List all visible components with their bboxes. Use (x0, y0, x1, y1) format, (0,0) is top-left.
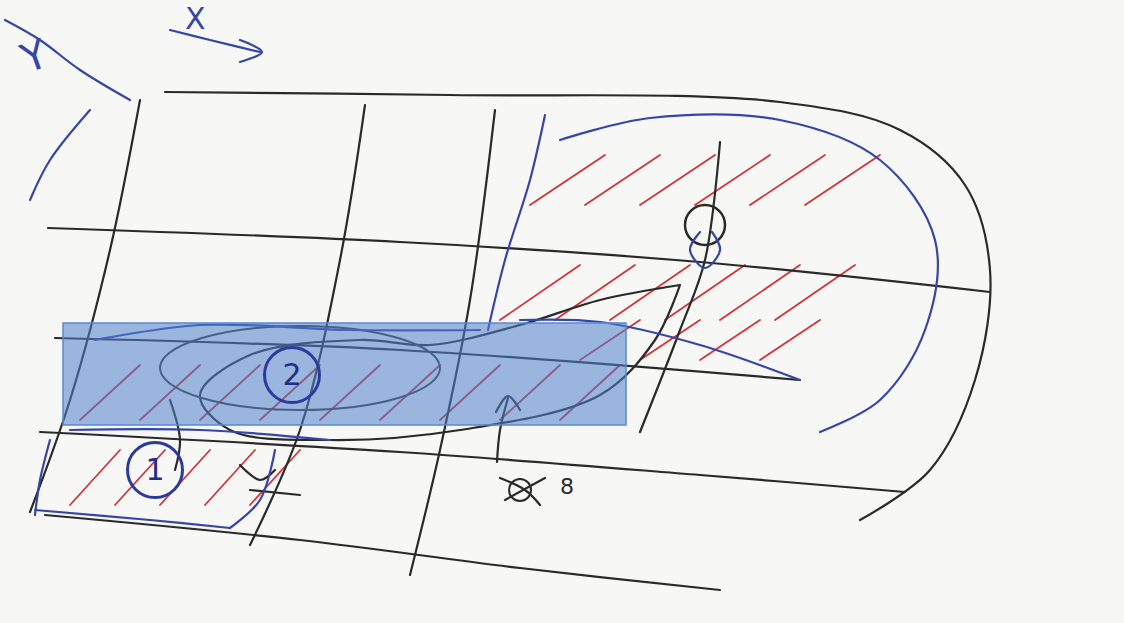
sketch-line (250, 490, 300, 495)
point-mark (685, 205, 725, 245)
hatch-stroke (760, 320, 820, 360)
highlight-rect (63, 323, 626, 425)
sketch-line (165, 92, 991, 520)
blue-stroke (230, 450, 275, 528)
blue-stroke (35, 510, 230, 528)
hatch-stroke (70, 450, 120, 505)
axis-label: 8 (560, 476, 574, 498)
blue-stroke (30, 110, 90, 200)
hatch-stroke (250, 450, 300, 505)
sketch-line (48, 228, 990, 292)
sketch-line (505, 478, 545, 500)
sketch-line (45, 515, 720, 590)
hatch-stroke (160, 450, 210, 505)
hatch-stroke (695, 155, 770, 205)
hatch-stroke (805, 155, 880, 205)
blue-stroke (35, 440, 50, 515)
callout-circle: 2 (263, 346, 321, 404)
callout-number: 1 (145, 455, 164, 485)
blue-stroke (690, 232, 720, 268)
hatch-stroke (205, 450, 255, 505)
blue-stroke (170, 30, 260, 52)
callout-number: 2 (282, 360, 301, 390)
callout-circle: 1 (126, 441, 184, 499)
blue-stroke (488, 115, 545, 330)
blue-stroke (5, 20, 130, 100)
hatch-stroke (585, 155, 660, 205)
axis-label: X (185, 4, 206, 34)
blue-stroke (240, 40, 262, 62)
blue-outlines (5, 20, 938, 528)
hatch-stroke (530, 155, 605, 205)
hatch-stroke (750, 155, 825, 205)
cross-mark (509, 479, 531, 501)
grid-lines (30, 92, 991, 590)
hatch-stroke (640, 155, 715, 205)
blue-stroke (70, 429, 330, 440)
sketch-line (40, 432, 905, 492)
